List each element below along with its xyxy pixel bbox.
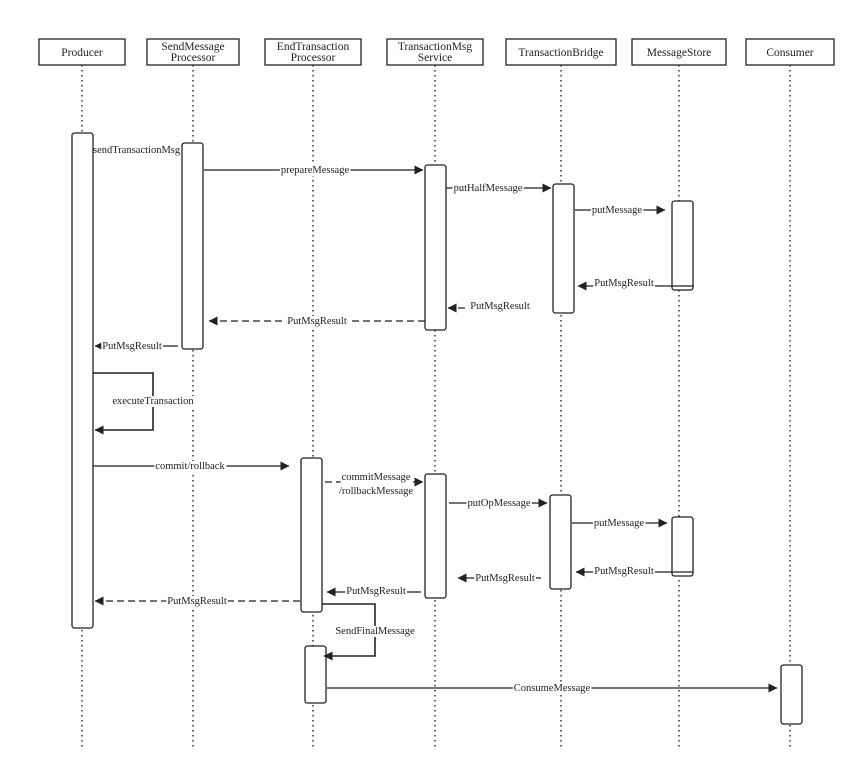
activation-producer	[71, 132, 94, 629]
label-background	[474, 573, 536, 584]
message-label-m12: putOpMessage	[468, 498, 531, 509]
participant-box	[631, 38, 727, 66]
label-background	[154, 461, 227, 472]
label-background	[286, 316, 348, 327]
message-label-m2: prepareMessage	[281, 165, 350, 176]
message-label-m4: putMessage	[592, 205, 642, 216]
message-label-m11: /rollbackMessage	[339, 486, 413, 497]
label-background	[166, 596, 228, 607]
message-label-m15: PutMsgResult	[475, 573, 535, 584]
participant-box	[38, 38, 126, 66]
participant-label: EndTransaction	[277, 41, 350, 53]
participant-label: Consumer	[766, 47, 813, 59]
message-label-m17: PutMsgResult	[167, 596, 227, 607]
participant-box	[386, 38, 484, 66]
label-background	[593, 566, 655, 577]
message-label-m10: commit/rollback	[155, 461, 225, 472]
participant-box	[146, 38, 240, 66]
message-label-m14: PutMsgResult	[594, 566, 654, 577]
label-background	[512, 683, 592, 694]
label-background	[101, 341, 163, 352]
label-background	[590, 205, 644, 216]
participant-label: Producer	[61, 47, 103, 59]
label-background	[334, 626, 416, 637]
label-background	[279, 165, 351, 176]
activation-store	[671, 200, 694, 291]
label-background	[340, 472, 412, 483]
participant-label: TransactionMsg	[398, 41, 473, 53]
message-label-m9: executeTransaction	[112, 396, 194, 407]
message-label-m1: sendTransactionMsg	[93, 145, 181, 156]
activation-txmsg	[424, 164, 447, 331]
label-background	[452, 183, 524, 194]
message-label-m13: putMessage	[594, 518, 644, 529]
label-background	[337, 486, 415, 497]
participant-box	[264, 38, 362, 66]
message-label-m6: PutMsgResult	[470, 301, 530, 312]
activation-txmsg	[424, 473, 447, 599]
participant-consumer: Consumer	[745, 38, 835, 66]
participant-producer: Producer	[38, 38, 126, 66]
participant-label: Processor	[291, 52, 336, 64]
activation-bridge	[549, 494, 572, 590]
activation-endtx	[304, 645, 327, 704]
message-label-m19: ConsumeMessage	[514, 683, 591, 694]
participant-bridge: TransactionBridge	[505, 38, 617, 66]
message-label-m11: commitMessage	[342, 472, 411, 483]
message-label-m7: PutMsgResult	[287, 316, 347, 327]
participant-label: Service	[418, 52, 452, 64]
activation-endtx	[300, 457, 323, 613]
label-background	[111, 396, 196, 407]
participant-label: MessageStore	[647, 47, 712, 59]
message-label-m16: PutMsgResult	[346, 586, 406, 597]
activation-bridge	[552, 183, 575, 314]
message-label-m8: PutMsgResult	[102, 341, 162, 352]
label-background	[466, 498, 532, 509]
participant-store: MessageStore	[631, 38, 727, 66]
message-label-m5: PutMsgResult	[594, 278, 654, 289]
activation-consumer	[780, 664, 803, 725]
participant-box	[745, 38, 835, 66]
participant-label: TransactionBridge	[518, 47, 603, 59]
label-background	[469, 301, 531, 312]
activation-store	[671, 516, 694, 577]
participant-label: SendMessage	[161, 41, 224, 53]
message-label-m18: SendFinalMessage	[335, 626, 415, 637]
activation-sendmsg	[181, 142, 204, 350]
participant-label: Processor	[171, 52, 216, 64]
message-label-m3: putHalfMessage	[454, 183, 523, 194]
label-background	[345, 586, 407, 597]
participant-box	[505, 38, 617, 66]
label-background	[593, 278, 655, 289]
label-background	[592, 518, 646, 529]
